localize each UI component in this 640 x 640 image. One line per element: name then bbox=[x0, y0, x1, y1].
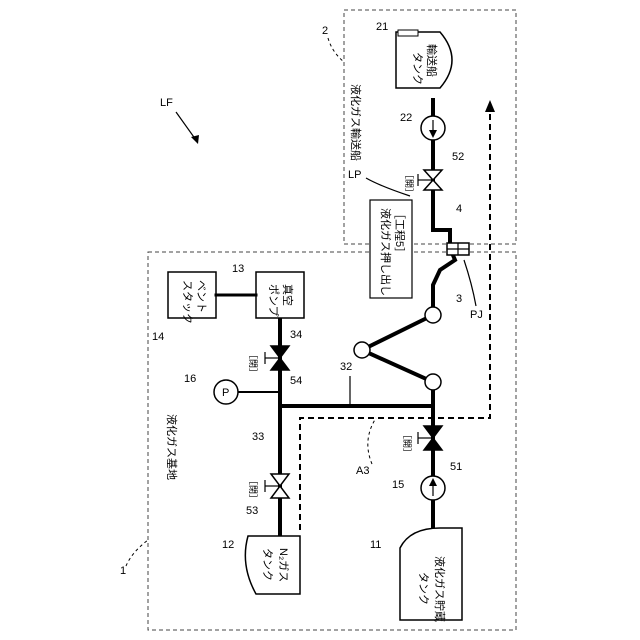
vacuum-pump bbox=[256, 272, 304, 318]
ship-region-number: 2 bbox=[322, 25, 328, 37]
ship-valve-number: 52 bbox=[452, 151, 464, 163]
flow-arrow-head bbox=[485, 100, 495, 112]
valve-53-state: ［閉］ bbox=[248, 476, 258, 503]
junction-node-2 bbox=[354, 342, 370, 358]
pipe-33-label: 33 bbox=[252, 431, 264, 443]
ship-valve-52 bbox=[424, 170, 442, 180]
valve-53-number: 53 bbox=[246, 505, 258, 517]
valve-51-state: ［開］ bbox=[402, 430, 412, 457]
valve-51 bbox=[424, 426, 442, 438]
junction-node-3 bbox=[425, 374, 441, 390]
n2-tank-label-2: タンク bbox=[261, 548, 274, 581]
ship-tank bbox=[396, 32, 452, 88]
pipe-3-label: 3 bbox=[456, 293, 462, 305]
base-pump-number: 15 bbox=[392, 479, 404, 491]
junction-node-1 bbox=[425, 307, 441, 323]
pressure-gauge-number: 16 bbox=[184, 373, 196, 385]
valve-54-state: ［閉］ bbox=[248, 350, 258, 377]
label-lp: LP bbox=[348, 169, 361, 181]
vent-stack-number: 14 bbox=[152, 331, 164, 343]
process-box-line1: ［工程5］ bbox=[393, 208, 406, 258]
pressure-gauge-symbol: P bbox=[222, 387, 229, 399]
label-a3: A3 bbox=[356, 465, 369, 477]
pipe-34-label: 34 bbox=[290, 329, 302, 341]
vent-stack-label-1: ベント bbox=[195, 280, 207, 313]
n2-tank-label-1: N₂ガス bbox=[277, 548, 290, 582]
vacuum-pump-label-2: ポンプ bbox=[267, 284, 280, 317]
storage-tank-label-1: 液化ガス貯蔵 bbox=[433, 556, 447, 622]
valve-54-number: 54 bbox=[290, 375, 302, 387]
ship-tank-label-1: 輸送船 bbox=[425, 44, 439, 77]
pipe-4-label: 4 bbox=[456, 203, 462, 215]
pipe-32-label: 32 bbox=[340, 361, 352, 373]
vacuum-pump-number: 13 bbox=[232, 263, 244, 275]
valve-51-number: 51 bbox=[450, 461, 462, 473]
ship-tank-label-2: タンク bbox=[411, 52, 424, 85]
vent-stack-label-2: スタック bbox=[181, 280, 194, 324]
storage-tank-label-2: タンク bbox=[417, 572, 430, 605]
ship-tank-number: 21 bbox=[376, 21, 388, 33]
process-box-line2: 液化ガス押し出し bbox=[379, 208, 393, 296]
storage-tank-number: 11 bbox=[370, 539, 381, 551]
n2-tank-number: 12 bbox=[222, 539, 234, 551]
ship-region-title: 液化ガス輸送船 bbox=[349, 84, 363, 161]
ship-valve-state: ［開］ bbox=[404, 170, 414, 197]
base-region-title: 液化ガス基地 bbox=[165, 414, 179, 480]
valve-54 bbox=[271, 346, 289, 358]
valve-53 bbox=[271, 474, 289, 486]
vacuum-pump-label-1: 真空 bbox=[281, 284, 295, 306]
label-lf: LF bbox=[160, 97, 173, 109]
label-pj: PJ bbox=[470, 309, 483, 321]
ship-pump-number: 22 bbox=[400, 112, 412, 124]
storage-tank bbox=[400, 528, 462, 620]
base-region-number: 1 bbox=[120, 565, 126, 577]
